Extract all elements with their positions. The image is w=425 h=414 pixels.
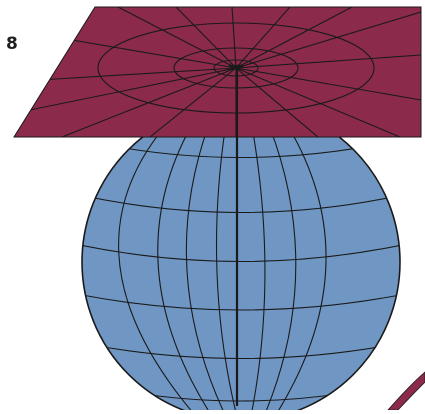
plane-radial-line bbox=[235, 11, 421, 69]
plane-radial-line bbox=[117, 7, 237, 69]
parallel-line bbox=[82, 294, 400, 311]
plane-radial-line bbox=[235, 67, 421, 101]
parallel-line bbox=[129, 391, 353, 402]
plane-radial-line bbox=[235, 7, 291, 69]
plane-radial-line bbox=[149, 67, 237, 137]
plane-radial-line bbox=[61, 67, 237, 137]
plane-radial-line bbox=[39, 67, 237, 81]
plane-radial-line bbox=[71, 39, 237, 69]
figure-number-label: 8 bbox=[6, 34, 18, 54]
plane-radial-line bbox=[235, 67, 319, 137]
projection-plane bbox=[13, 6, 422, 138]
parallel-line bbox=[82, 244, 400, 263]
parallel-line bbox=[82, 194, 400, 214]
plane-radial-line bbox=[19, 67, 237, 113]
plane-radial-line bbox=[235, 54, 421, 69]
parallel-line bbox=[91, 344, 391, 360]
plane-radial-line bbox=[235, 67, 401, 137]
plane-radial-line bbox=[231, 7, 237, 69]
plane-radial-line bbox=[235, 7, 353, 69]
plane-grid bbox=[19, 7, 421, 137]
corner-arc-shape bbox=[387, 371, 425, 411]
plane-radial-line bbox=[175, 7, 237, 69]
